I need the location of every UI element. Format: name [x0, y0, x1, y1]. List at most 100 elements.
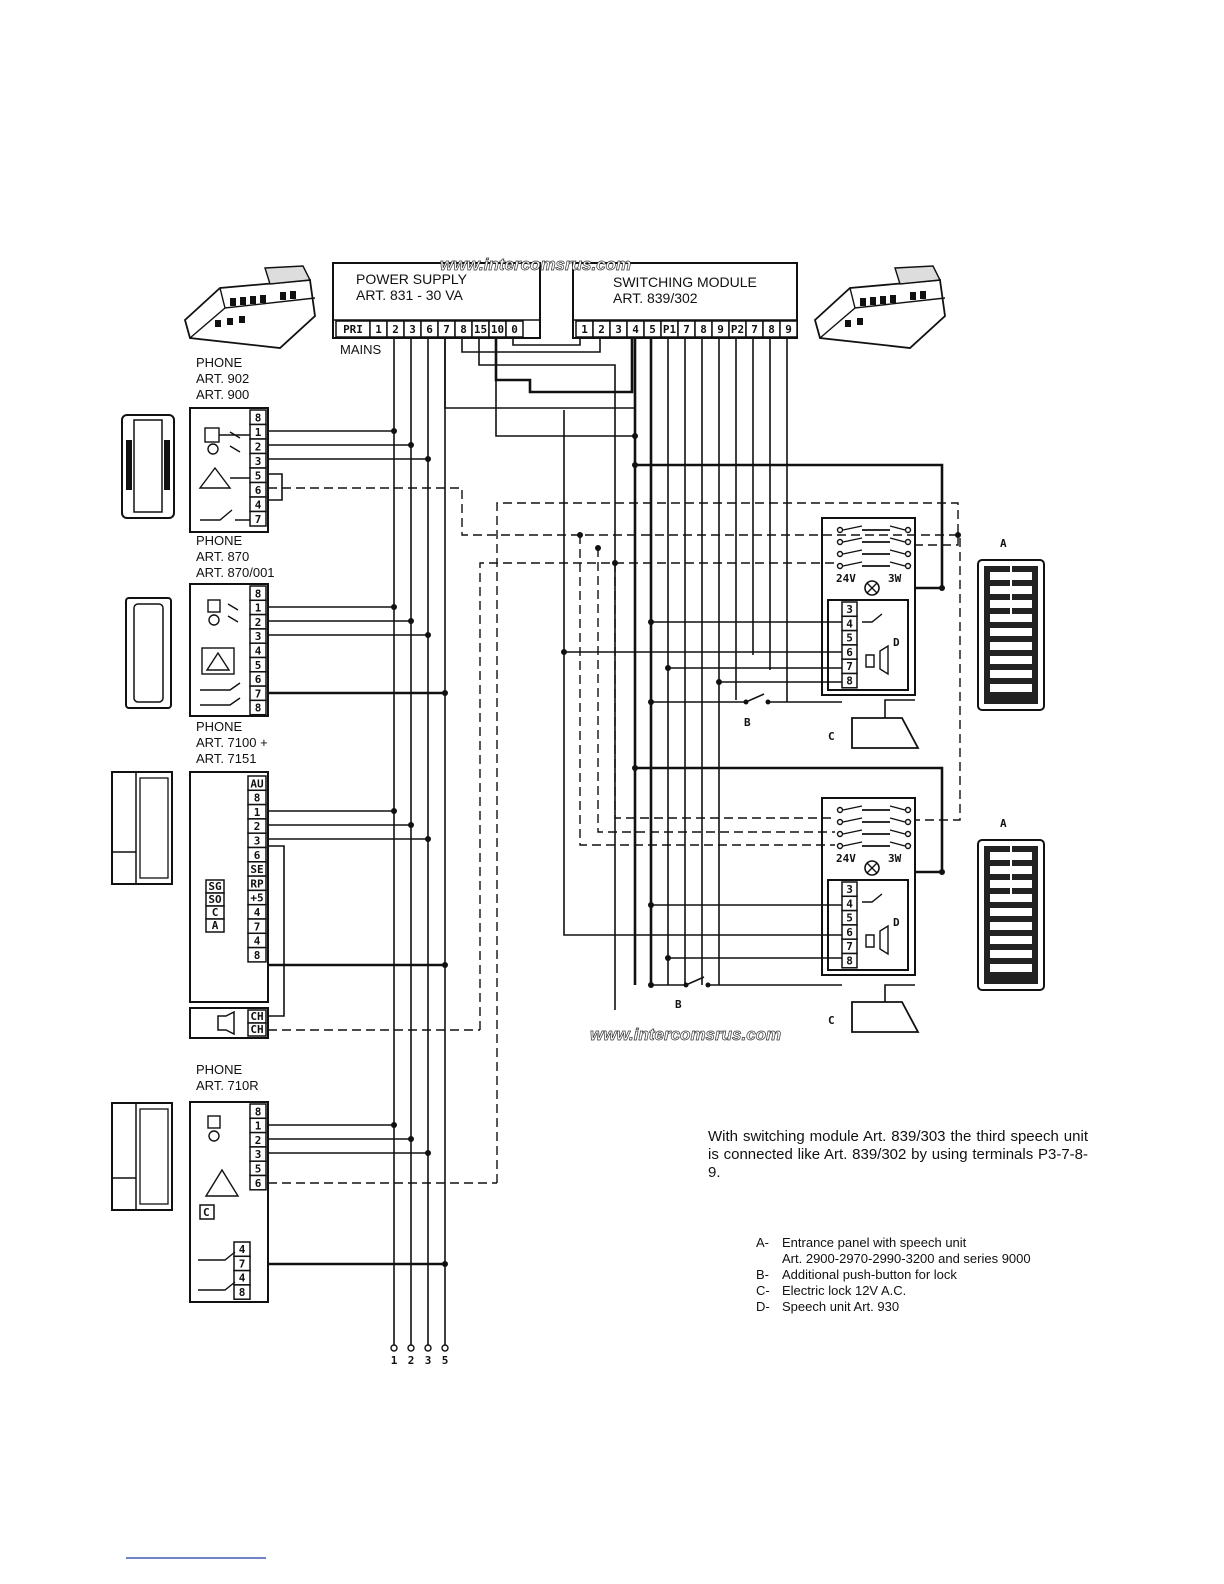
phone-1-terminal	[249, 510, 267, 527]
phone-3-label: PHONE	[196, 719, 243, 734]
legend-item-a: A-Entrance panel with speech unit	[756, 1235, 967, 1250]
speech-unit-terminal-label: 8	[846, 675, 853, 688]
phone-3-key-label: SG	[208, 880, 222, 893]
phone-4-terminal-label: 6	[255, 1177, 262, 1190]
switching-module-terminal-label: P2	[731, 323, 744, 336]
phone-1-terminal-label: 8	[255, 412, 262, 425]
phone-3-terminal-label: 6	[254, 849, 261, 862]
mains-label: MAINS	[340, 342, 382, 357]
entrance-panels: AA	[977, 537, 1045, 991]
switching-module-terminal-label: 9	[717, 323, 724, 336]
callout-c-bottom: C	[828, 1014, 835, 1027]
power-supply-terminal-label: 8	[460, 323, 467, 336]
power-supply-terminal-label: 1	[375, 323, 382, 336]
speech-module-box	[827, 879, 909, 971]
phone-3-model-a: ART. 7100 +	[196, 735, 268, 750]
bottom-terminal-label: 3	[425, 1354, 432, 1367]
switching-module-terminal-label: 8	[700, 323, 707, 336]
power-supply-terminal-label: 2	[392, 323, 399, 336]
switching-module-terminal-label: P1	[663, 323, 677, 336]
phone-4-key-box	[199, 1204, 215, 1220]
phone-art-7100: PHONE ART. 7100 + ART. 7151 AU81236SERP+…	[111, 719, 269, 1039]
speech-unit-terminal-label: 6	[846, 646, 853, 659]
callout-b-top: B	[744, 716, 751, 729]
power-supply-terminal-label: 10	[491, 323, 504, 336]
phone-1-terminal-label: 6	[255, 484, 262, 497]
phone-4-circuit	[198, 1115, 240, 1291]
phone-2-terminal-label: 7	[255, 687, 262, 700]
phone-1-model-a: ART. 902	[196, 371, 249, 386]
phone-3-terminal-label: 3	[254, 835, 261, 848]
lamp-watt-label: 3W	[888, 852, 902, 865]
phone-1-circuit	[198, 427, 250, 521]
phone-1-terminal-label: 5	[255, 470, 262, 483]
phone-3-key	[205, 918, 225, 933]
phone-2-circuit	[200, 599, 241, 706]
switching-module-terminal-label: 3	[615, 323, 622, 336]
bus-wires	[393, 338, 788, 1345]
power-supply-terminal	[505, 320, 524, 338]
callout-c-top: C	[828, 730, 835, 743]
phone-1-terminal-label: 3	[255, 455, 262, 468]
switching-module-device-illustration	[813, 265, 946, 349]
speech-unit-terminal-label: 8	[846, 955, 853, 968]
phone-4-terminal-label: 5	[255, 1163, 262, 1176]
handset-illustration-1	[121, 414, 175, 519]
phone-4-terminal-label: 4	[239, 1272, 246, 1285]
power-supply-terminal-label: 0	[511, 323, 518, 336]
chime-terminal-label: CH	[250, 1010, 263, 1023]
switching-module-terminal-label: 8	[768, 323, 775, 336]
phone-4-box	[189, 1101, 269, 1303]
chime-box	[189, 1007, 269, 1039]
switching-module-terminal-label: 4	[632, 323, 639, 336]
phone-2-terminal-label: 2	[255, 616, 262, 629]
phone-2-terminal-label: 8	[255, 702, 262, 715]
power-supply-terminal-label: 3	[409, 323, 416, 336]
phone-4-terminal-label: 3	[255, 1148, 262, 1161]
phone-3-model-b: ART. 7151	[196, 751, 256, 766]
bottom-terminal-label: 1	[391, 1354, 398, 1367]
phone-4-terminal-label: 7	[239, 1257, 246, 1270]
lamp-watt-label: 3W	[888, 572, 902, 585]
lamp-voltage-label: 24V	[836, 852, 856, 865]
phone-2-model-b: ART. 870/001	[196, 565, 275, 580]
phone-4-terminal	[233, 1284, 251, 1300]
phone-1-terminal-label: 2	[255, 441, 262, 454]
phone-3-terminal	[247, 946, 267, 963]
phone-2-terminal-label: 6	[255, 673, 262, 686]
phone-3-key-label: C	[212, 906, 219, 919]
phone-3-terminal-label: 2	[254, 820, 261, 833]
power-supply-box	[332, 262, 541, 339]
phone-4-terminal-label: 1	[255, 1120, 262, 1133]
push-button-b-bottom: B	[675, 976, 711, 1011]
legend: A-Entrance panel with speech unit Art. 2…	[756, 1235, 1086, 1315]
chime-terminal-label: CH	[250, 1023, 263, 1036]
phone-3-terminal-label: SE	[250, 863, 263, 876]
callout-a: A	[1000, 817, 1007, 830]
phone-2-label: PHONE	[196, 533, 243, 548]
handset-illustration-2	[125, 597, 172, 709]
watermark-bottom: www.intercomsrus.com	[590, 1025, 781, 1044]
phone-2-terminal-label: 5	[255, 659, 262, 672]
speech-module-box	[827, 599, 909, 691]
phone-1-box	[189, 407, 269, 533]
phone-1-terminal-label: 7	[255, 513, 262, 526]
speech-unit-terminal-label: 7	[846, 660, 853, 673]
handset-illustration-4	[111, 1102, 173, 1211]
switching-module-terminal-label: 9	[785, 323, 792, 336]
phone-2-terminal-label: 1	[255, 602, 262, 615]
speech-unit-terminal-label: 7	[846, 940, 853, 953]
legend-item-b: B-Additional push-button for lock	[756, 1267, 957, 1282]
phone-3-terminal-label: RP	[250, 877, 264, 890]
junction-dots	[391, 428, 961, 1267]
